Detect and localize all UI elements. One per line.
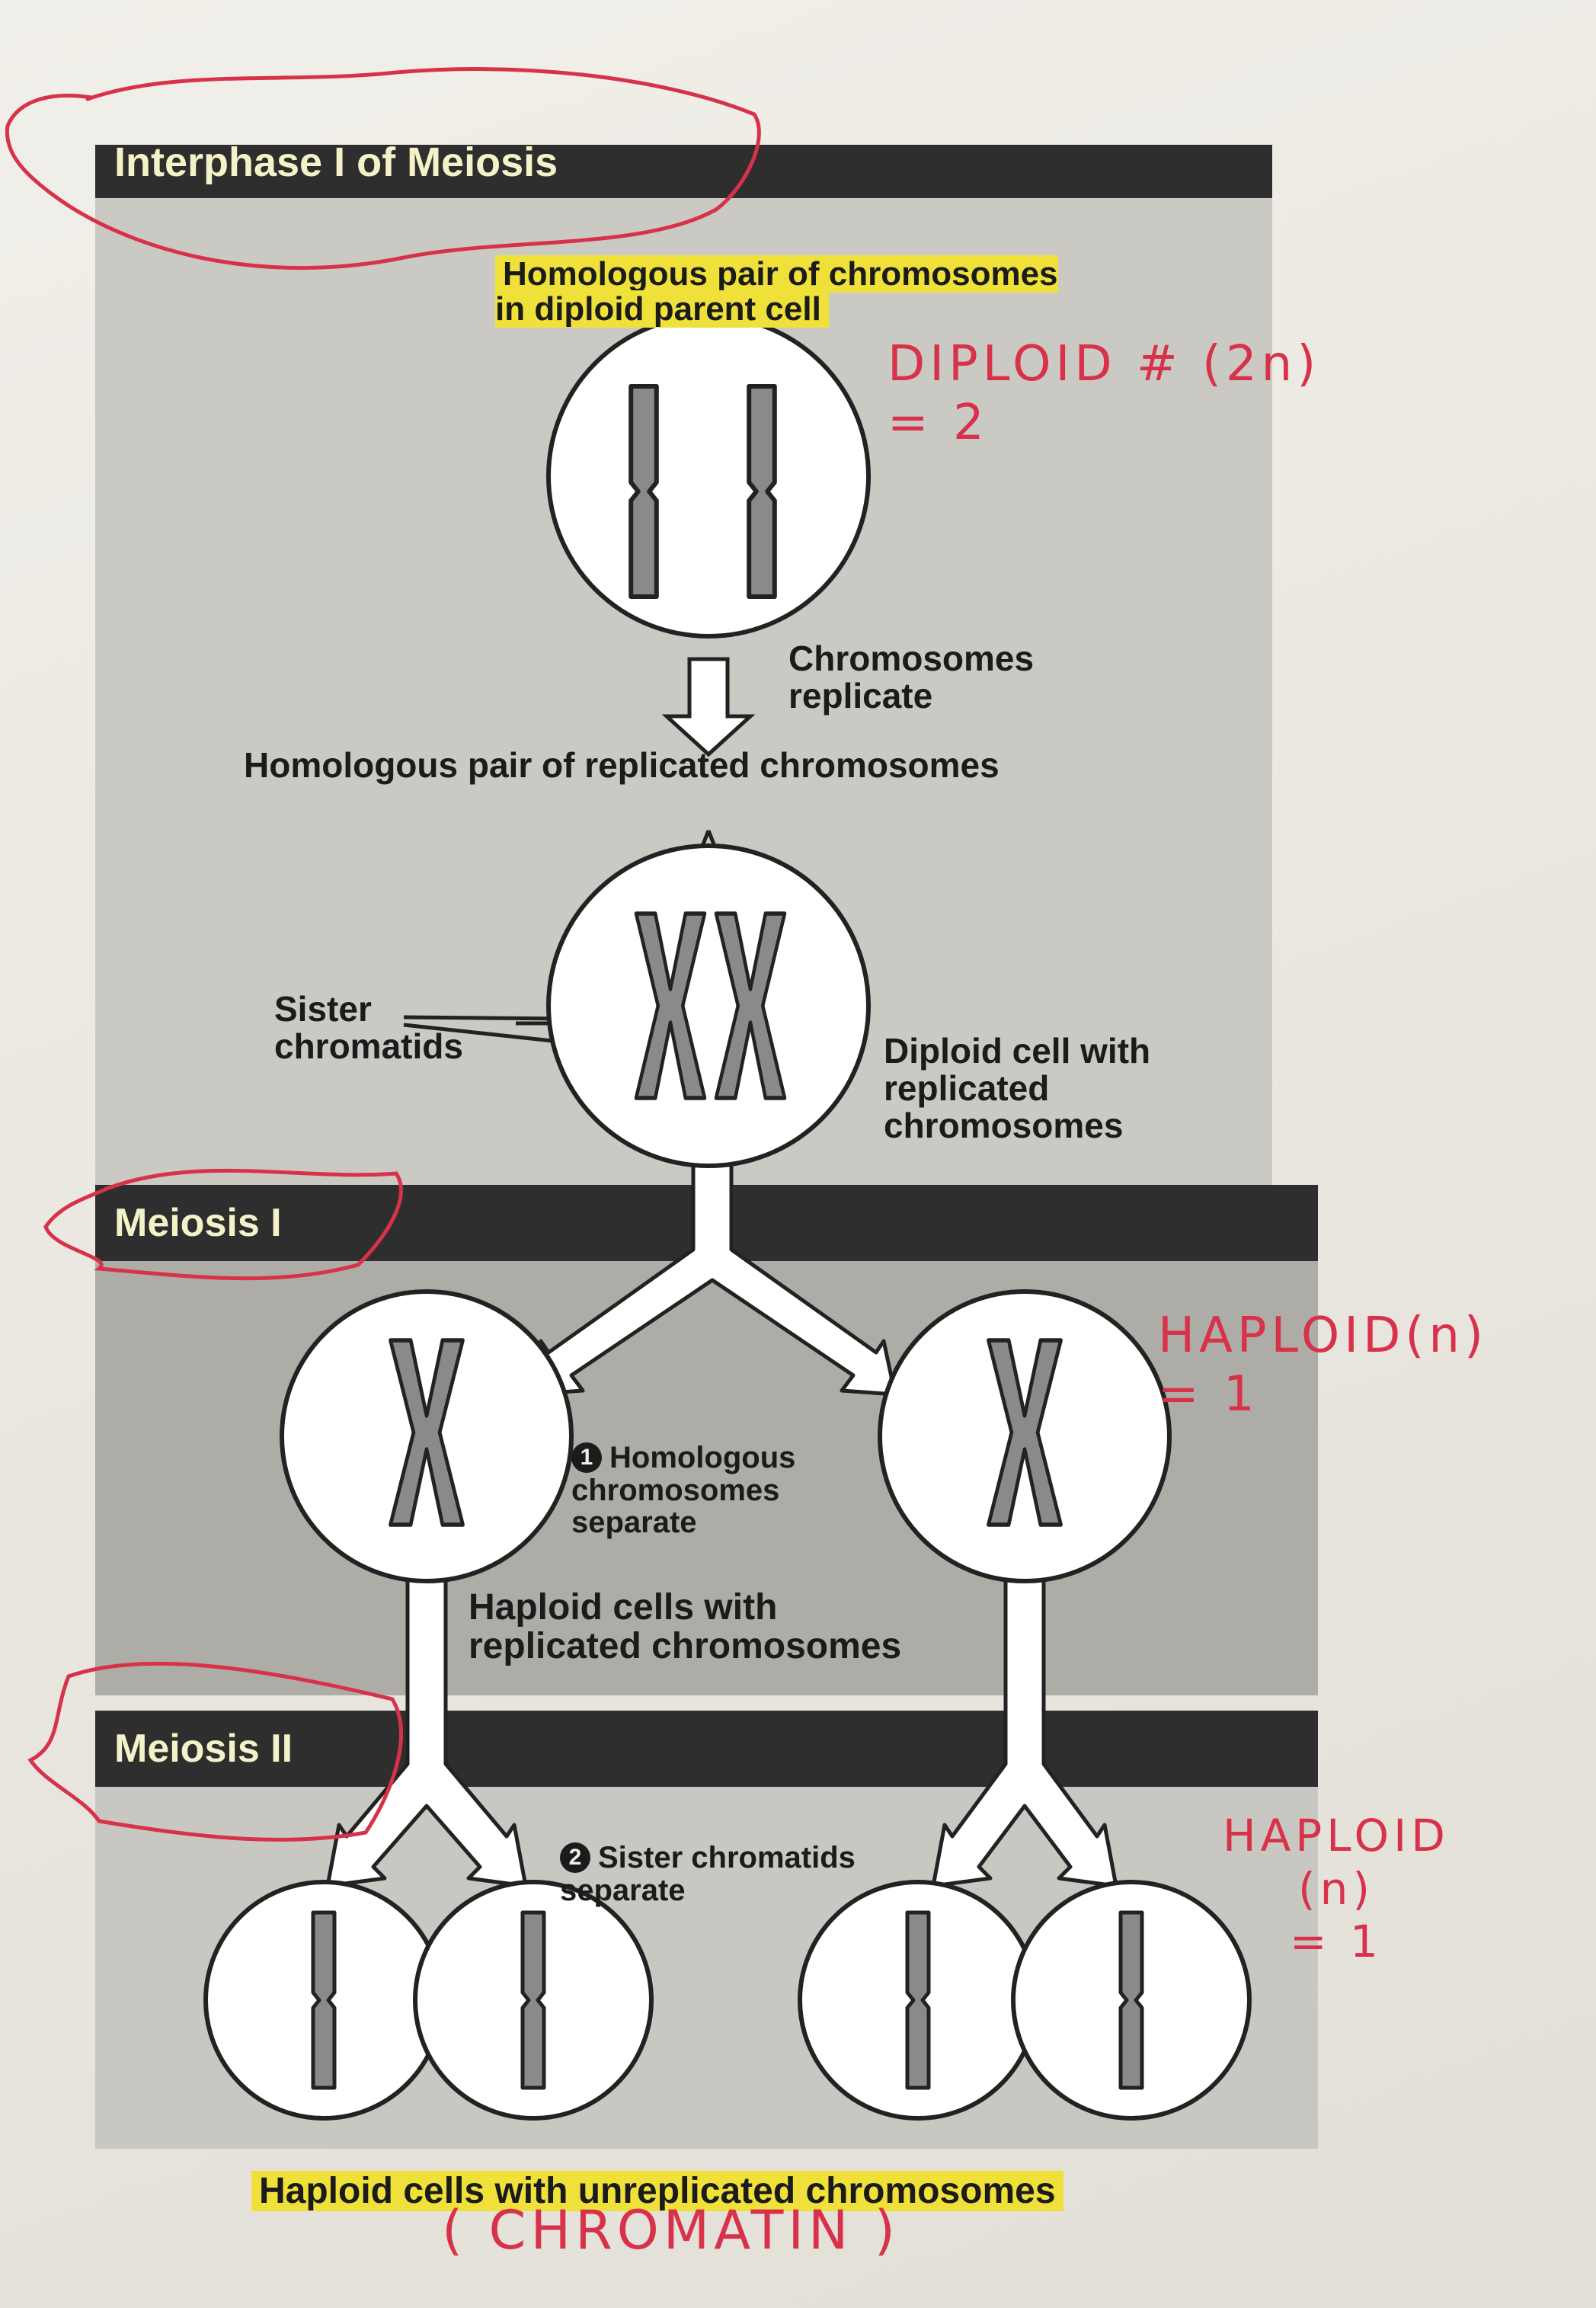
sister-chromatids-label: Sister chromatids [274,989,463,1066]
haploid-unreplicated-label: Haploid cells with unreplicated chromoso… [251,2134,1063,2211]
replicated-cell [546,843,871,1168]
homologous-pair-label: Homologous pair of chromosomes in diploi… [495,254,1058,328]
diploid-replicated-label: Diploid cell with replicated chromosomes [884,1031,1151,1145]
step2-number-badge: 2 [560,1842,590,1874]
meiosis1-title: Meiosis I [114,1201,282,1245]
meiosis1-split-arrow [527,1148,897,1397]
haploid-annotation-2: HAPLOID (n) = 1 [1223,1810,1450,1968]
interphase-band [95,145,1272,198]
chromosomes-replicate-label: Chromosomes replicate [788,639,1035,715]
chromatin-annotation: ( CHROMATIN ) [442,2199,900,2262]
homologous-replicated-label: Homologous pair of replicated chromosome… [244,745,999,785]
haploid-annotation-1: HAPLOID(n) = 1 [1158,1308,1488,1423]
interphase-title: Interphase I of Meiosis [114,139,558,185]
haploid-replicated-label: Haploid cells with replicated chromosome… [469,1587,902,1666]
red-bracket-marks [5,67,761,1842]
step1-number-badge: 1 [571,1442,602,1474]
left-stalk-arrow [325,1537,528,1888]
right-stalk-arrow [931,1537,1118,1888]
replicate-arrow [661,657,756,757]
diploid-annotation: DIPLOID # (2n) = 2 [888,336,1321,451]
parent-cell [546,314,871,639]
meiosis2-band [95,1711,1318,1787]
meiosis2-title: Meiosis II [114,1727,293,1771]
